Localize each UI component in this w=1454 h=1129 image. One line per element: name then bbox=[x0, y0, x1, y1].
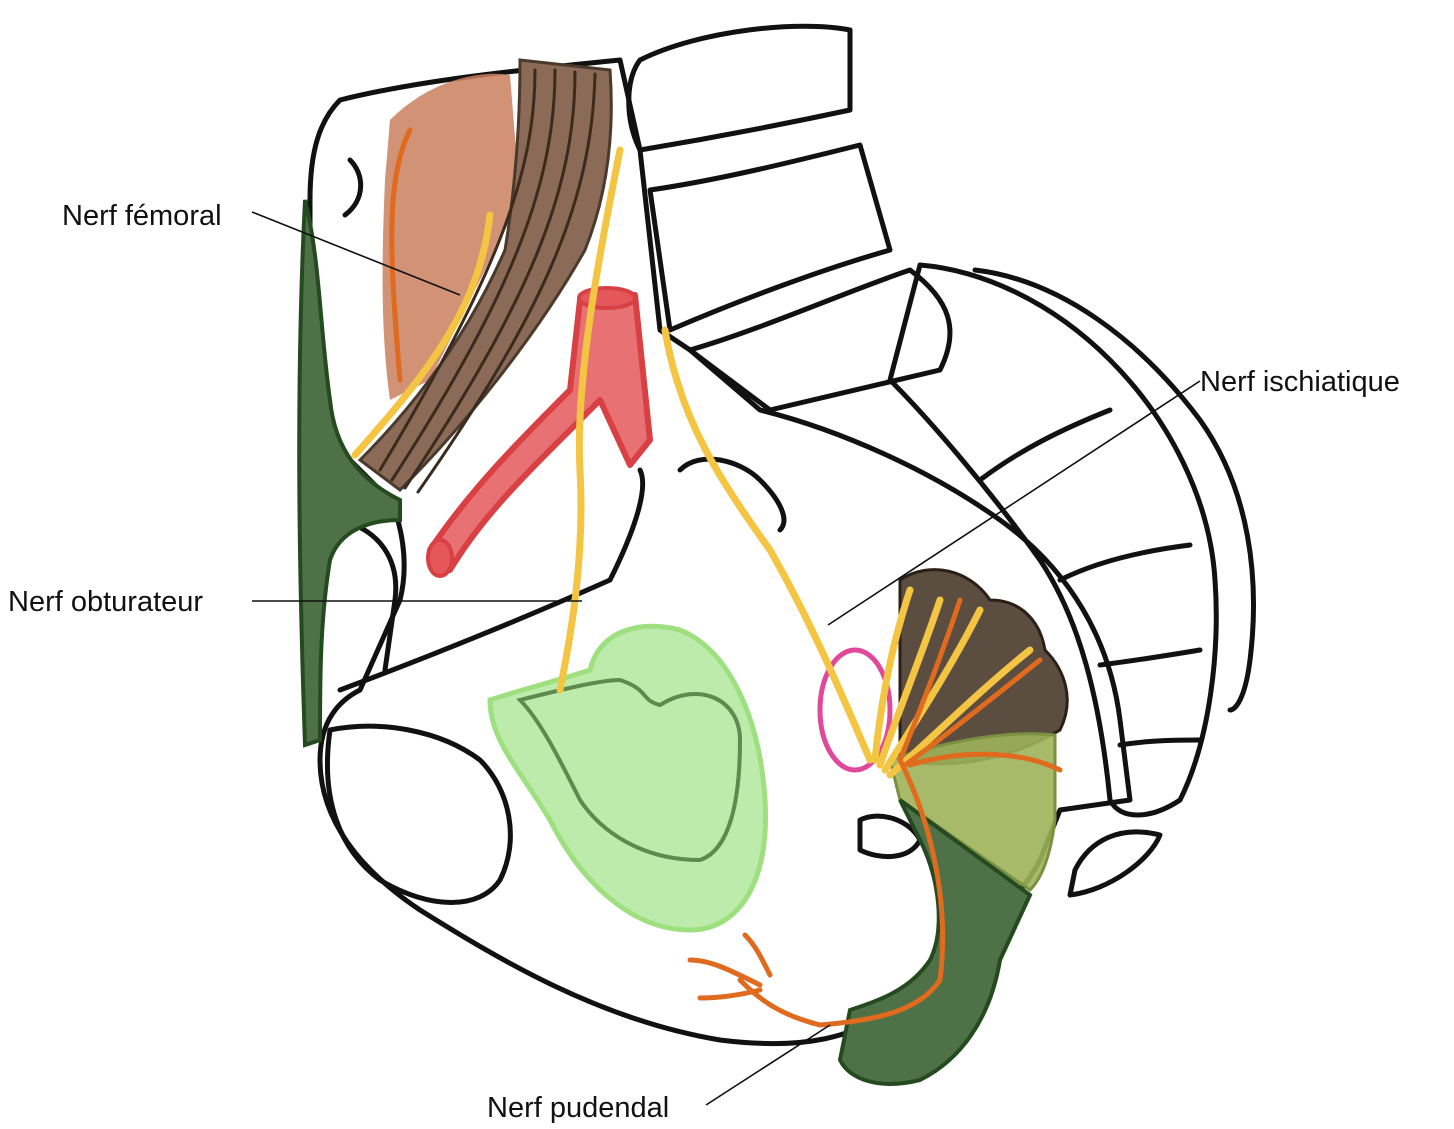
label-obturator: Nerf obturateur bbox=[8, 586, 582, 618]
pudendal-branch-3 bbox=[745, 935, 770, 975]
pubic-body bbox=[327, 726, 510, 902]
sacral-ridge-4 bbox=[1120, 740, 1200, 745]
label-femoral-text: Nerf fémoral bbox=[62, 200, 222, 232]
label-pudendal: Nerf pudendal bbox=[487, 1025, 830, 1124]
sacral-ridge-2 bbox=[1060, 545, 1190, 580]
coccyx bbox=[1070, 832, 1160, 895]
sacral-ridge-3 bbox=[1100, 650, 1200, 665]
obturator-membrane bbox=[490, 626, 766, 930]
label-sciatic-text: Nerf ischiatique bbox=[1200, 366, 1400, 398]
label-pudendal-text: Nerf pudendal bbox=[487, 1092, 669, 1124]
obturator-rim bbox=[340, 520, 396, 670]
pudendal-branch-2 bbox=[700, 990, 760, 998]
iliac-crest-notch bbox=[345, 160, 361, 215]
sacral-vertebra-1 bbox=[629, 26, 850, 150]
label-obturator-text: Nerf obturateur bbox=[8, 586, 203, 618]
sacral-ridge-1 bbox=[980, 410, 1110, 480]
pudendal-branch-1 bbox=[690, 960, 760, 985]
sacral-vertebra-2 bbox=[650, 145, 890, 330]
